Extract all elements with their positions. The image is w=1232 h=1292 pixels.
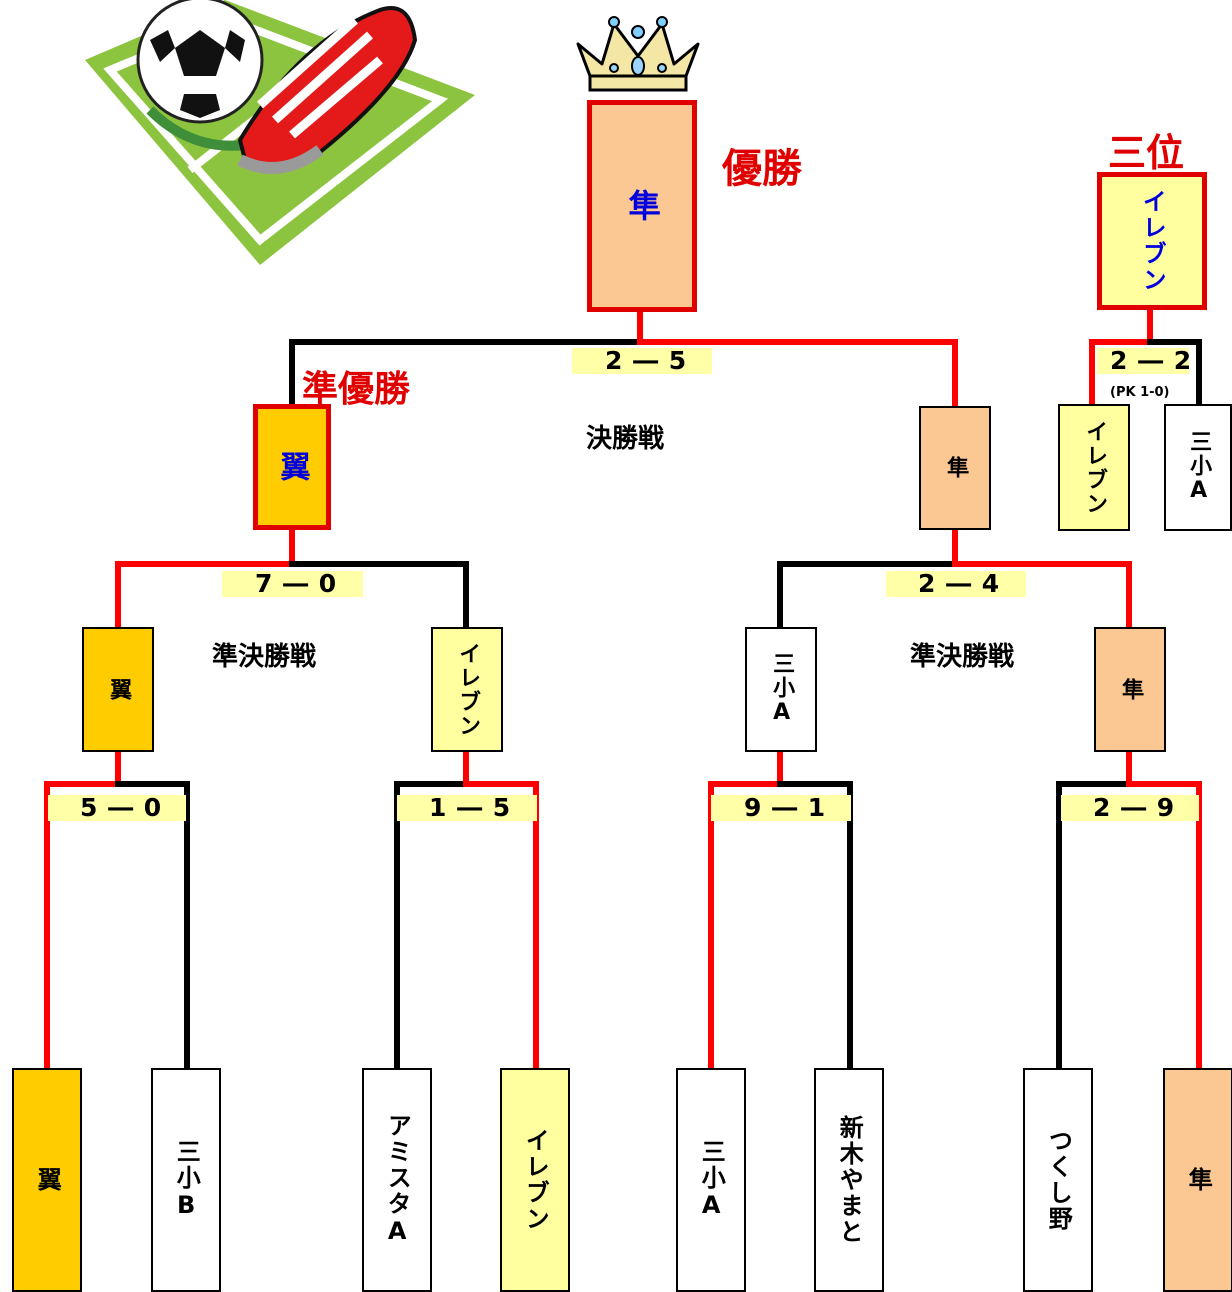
line-r1-3-winner xyxy=(708,747,783,1075)
score-r1-4: 2 ― 9 xyxy=(1093,793,1176,822)
team-name: 三小A xyxy=(697,1139,726,1221)
team-name: 隼 xyxy=(943,456,969,480)
team-box-r1-3: アミスタA xyxy=(362,1068,432,1292)
score-r1-3: 9 ― 1 xyxy=(744,793,827,822)
champion-box: 隼 xyxy=(587,100,697,312)
line-r1-4-winner xyxy=(1126,747,1202,1075)
team-name: イレブン xyxy=(521,1128,550,1232)
line-r1-2-winner xyxy=(463,747,539,1075)
semi-round-label-right: 準決勝戦 xyxy=(910,642,1015,672)
team-name: 隼 xyxy=(1118,677,1144,702)
team-box-r1-6: 新木やまと xyxy=(814,1068,884,1292)
team-box-r1-5: 三小A xyxy=(676,1068,746,1292)
third-place-label: 三位 xyxy=(1108,131,1185,175)
score-band-final xyxy=(572,348,712,374)
line-r1-1-winner xyxy=(44,747,121,1075)
score-band-r1-2 xyxy=(397,795,537,821)
line-semi-1-winner xyxy=(115,525,295,633)
soccer-ball-and-shoe-clipart xyxy=(85,0,475,265)
line-r1-2-loser xyxy=(394,781,469,1075)
score-band-semi-1 xyxy=(222,571,363,597)
score-band-r1-3 xyxy=(711,795,851,821)
team-name: 隼 xyxy=(1184,1167,1213,1193)
team-box-final-2: 隼 xyxy=(919,406,991,530)
team-name: 翼 xyxy=(33,1167,62,1193)
score-r1-2: 1 ― 5 xyxy=(429,793,512,822)
team-name: 三小A xyxy=(769,652,795,727)
score-third: 2 ― 2 xyxy=(1110,346,1193,375)
score-band-r1-1 xyxy=(48,795,186,821)
team-name: イレブン xyxy=(1138,189,1167,293)
team-name: 三小B xyxy=(172,1139,201,1221)
team-box-third-2: 三小A xyxy=(1164,404,1232,531)
team-box-r1-2: 三小B xyxy=(151,1068,221,1292)
line-final-loser xyxy=(289,339,643,411)
score-band-r1-4 xyxy=(1061,795,1199,821)
line-semi-2-winner xyxy=(952,525,1132,633)
score-semi-2: 2 ― 4 xyxy=(918,569,1001,598)
team-name: 三小A xyxy=(1186,430,1212,505)
champion-label: 優勝 xyxy=(722,146,802,192)
team-box-semi-2: イレブン xyxy=(431,627,503,752)
third-place-box: イレブン xyxy=(1097,172,1207,310)
line-final-winner xyxy=(637,307,958,411)
score-band-third xyxy=(1097,348,1189,374)
team-box-semi-4: 隼 xyxy=(1094,627,1166,752)
score-band-semi-2 xyxy=(886,571,1026,597)
line-semi-1-loser xyxy=(289,561,469,633)
score-r1-1: 5 ― 0 xyxy=(80,793,163,822)
team-name: 新木やまと xyxy=(835,1115,864,1245)
semi-round-label-left: 準決勝戦 xyxy=(212,642,317,672)
final-round-label: 決勝戦 xyxy=(586,424,665,454)
team-box-semi-1: 翼 xyxy=(82,627,154,752)
team-box-third-1: イレブン xyxy=(1058,404,1130,531)
team-box-r1-7: つくし野 xyxy=(1023,1068,1093,1292)
team-name: 翼 xyxy=(106,677,132,702)
crown-icon xyxy=(576,16,700,92)
team-box-r1-4: イレブン xyxy=(500,1068,570,1292)
team-box-r1-8: 隼 xyxy=(1163,1068,1232,1292)
team-name: 翼 xyxy=(274,451,310,483)
team-name: アミスタA xyxy=(383,1113,412,1247)
score-third-pk: (PK 1-0) xyxy=(1110,385,1170,400)
line-r1-4-loser xyxy=(1056,781,1132,1075)
team-name: 隼 xyxy=(623,189,662,223)
line-r1-3-loser xyxy=(777,781,853,1075)
team-name: イレブン xyxy=(1082,419,1108,516)
runner-up-label: 準優勝 xyxy=(302,369,411,410)
team-name: イレブン xyxy=(455,641,481,738)
team-box-final-1: 翼 xyxy=(253,404,331,530)
line-semi-2-loser xyxy=(777,561,958,633)
score-final: 2 ― 5 xyxy=(605,346,688,375)
team-name: つくし野 xyxy=(1044,1128,1073,1232)
team-box-r1-1: 翼 xyxy=(12,1068,82,1292)
score-semi-1: 7 ― 0 xyxy=(255,569,338,598)
line-r1-1-loser xyxy=(115,781,190,1075)
line-third-winner xyxy=(1089,305,1153,409)
team-box-semi-3: 三小A xyxy=(745,627,817,752)
line-third-loser xyxy=(1147,339,1202,409)
